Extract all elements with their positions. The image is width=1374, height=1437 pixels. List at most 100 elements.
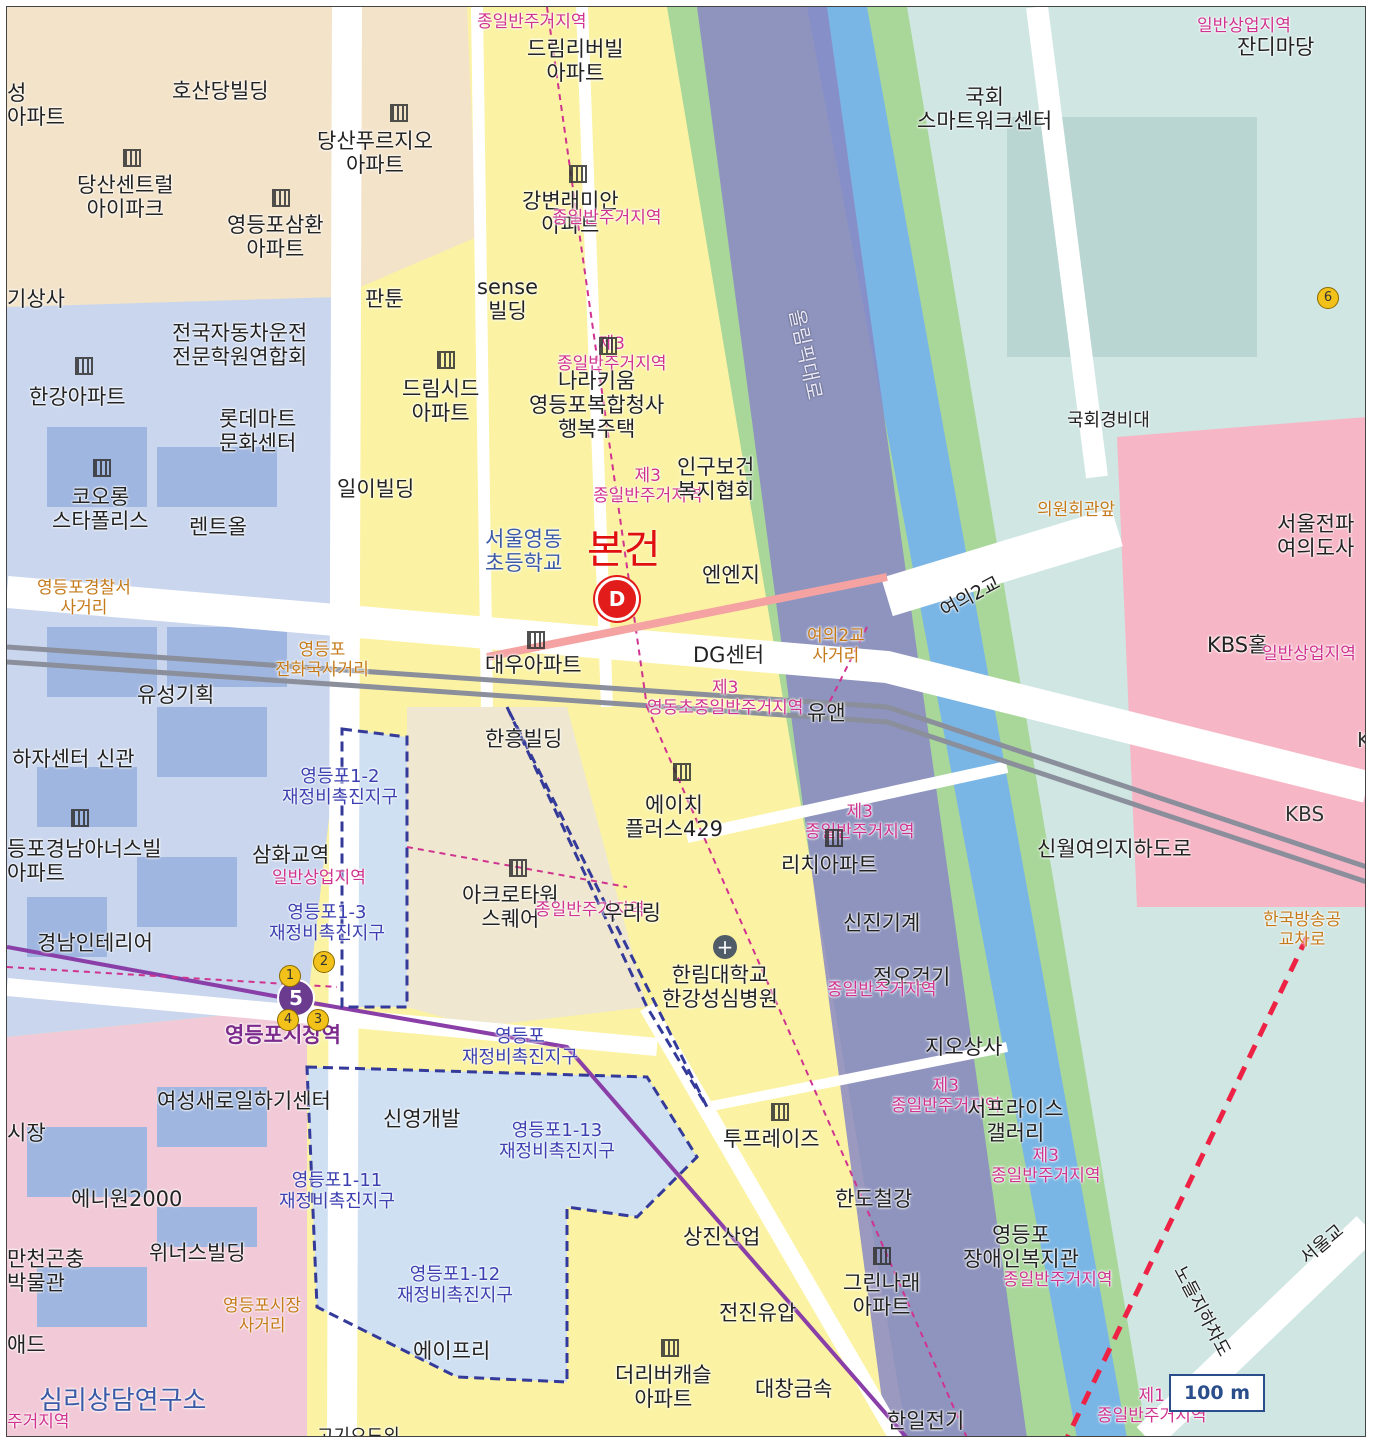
place-label: 투프레이즈	[723, 1127, 820, 1151]
zone-label: 제3 종일반주거지역	[891, 1076, 1001, 1116]
place-label: 시장	[7, 1121, 46, 1145]
place-label: 대창금속	[755, 1377, 833, 1401]
target-property-label: 본건	[587, 527, 661, 573]
place-label: 애드	[7, 1333, 46, 1357]
zone-label: 주거지역	[7, 1412, 70, 1432]
zone-label: 종일반주거지역	[535, 900, 645, 920]
station-exit-icon[interactable]: 1	[279, 965, 301, 987]
place-label: 국회경비대	[1067, 410, 1150, 431]
place-label: 더리버캐슬 아파트	[615, 1363, 712, 1412]
station-exit-icon[interactable]: 6	[1317, 287, 1339, 309]
place-label: 한일전기	[887, 1409, 965, 1433]
place-label: DG센터	[693, 643, 765, 667]
apartment-icon	[661, 1339, 679, 1357]
apartment-icon	[509, 859, 527, 877]
zone-label: 종일반주거지역	[1003, 1270, 1113, 1290]
road-label: 영등포경찰서 사거리	[37, 578, 131, 618]
place-label: 국회 스마트워크센터	[917, 85, 1053, 134]
place-label: 삼화교역	[252, 843, 330, 867]
river	[807, 7, 1127, 1436]
place-label: 등포경남아너스빌 아파트	[7, 837, 162, 886]
zone-label: 일반상업지역	[1197, 16, 1291, 36]
place-label: K	[1357, 729, 1365, 752]
place-label: 심리상담연구소	[39, 1386, 207, 1416]
place-label: 판툰	[365, 287, 404, 311]
subway-line-5	[7, 945, 908, 1436]
district-label: 영등포1-2 재정비촉진지구	[282, 766, 398, 808]
rail-bridge	[1065, 935, 1310, 1436]
place-label: 서프라이스 갤러리	[967, 1097, 1064, 1146]
place-label: 한강아파트	[29, 385, 126, 409]
target-road	[486, 573, 888, 661]
redevelopment-zone-1-11	[307, 1067, 697, 1382]
place-label: 당산센트럴 아이파크	[77, 173, 174, 222]
place-label: 에이치 플러스429	[625, 793, 724, 842]
place-label: KBS홀	[1207, 633, 1268, 657]
place-label: 당산푸르지오 아파트	[317, 129, 433, 178]
zone-label: 종일반주거지역	[552, 208, 662, 228]
district-label: 영등포1-3 재정비촉진지구	[269, 902, 385, 944]
zone-label: 제3 종일반주거지역	[805, 802, 915, 842]
place-label: 일이빌딩	[337, 477, 415, 501]
zone-label: 일반상업지역	[1262, 644, 1356, 664]
road-label: 여의2교 사거리	[807, 626, 865, 666]
place-label: 에이프리	[413, 1339, 491, 1363]
station-exit-icon[interactable]: 4	[277, 1009, 299, 1031]
place-label: 기상사	[7, 287, 65, 311]
place-label: 고기으드외	[317, 1426, 400, 1437]
map-base-layer	[7, 7, 1365, 1436]
road-label: 영등포 전화국사거리	[275, 640, 369, 680]
place-label: 전국자동차운전 전문학원연합회	[172, 321, 308, 370]
place-label: KBS	[1285, 802, 1325, 826]
apartment-icon	[93, 459, 111, 477]
apartment-icon	[873, 1247, 891, 1265]
district-label: 영등포1-12 재정비촉진지구	[397, 1264, 513, 1306]
roads	[7, 7, 1365, 1436]
station-exit-icon[interactable]: 2	[313, 951, 335, 973]
place-label: 우리링	[603, 901, 661, 925]
place-label: 그린나래 아파트	[843, 1271, 921, 1320]
scale-bar: 100 m	[1169, 1374, 1265, 1412]
place-label: 경남인테리어	[37, 931, 153, 955]
place-label: 전진유압	[719, 1301, 797, 1325]
apartment-icon	[71, 809, 89, 827]
apartment-icon	[825, 829, 843, 847]
place-label: 코오롱 스타폴리스	[52, 485, 149, 534]
place-label: 하자센터 신관	[12, 747, 135, 771]
apartment-icon	[771, 1103, 789, 1121]
place-label: 서울전파 여의도사	[1277, 512, 1355, 561]
place-label: 호산당빌딩	[172, 79, 269, 103]
zone-label: 일반상업지역	[272, 868, 366, 888]
place-label: 영등포삼환 아파트	[227, 213, 324, 262]
national-assembly-building	[1007, 117, 1257, 357]
place-label: 에니원2000	[71, 1187, 183, 1211]
zone-label: 제3 종일반주거지역	[991, 1146, 1101, 1186]
target-property-marker[interactable]: D	[595, 577, 639, 621]
apartment-icon	[390, 104, 408, 122]
place-label: 렌트올	[189, 515, 247, 539]
map-canvas[interactable]: 종일반주거지역 드림리버빌 아파트 일반상업지역 잔디마당 호산당빌딩 성 아파…	[6, 6, 1366, 1437]
place-label: 강변래미안 아파트	[522, 189, 619, 238]
hospital-label: 한림대학교 한강성심병원	[662, 963, 778, 1012]
place-label: 상진산업	[683, 1225, 761, 1249]
place-label: 리치아파트	[781, 853, 878, 877]
station-exit-icon[interactable]: 3	[307, 1009, 329, 1031]
place-label: 아크로타워 스퀘어	[462, 883, 559, 932]
road-label: 한국방송공 교차로	[1263, 910, 1342, 950]
place-label: sense 빌딩	[477, 275, 539, 324]
place-label: 성 아파트	[7, 81, 65, 130]
place-label: 신진기계	[843, 911, 921, 935]
place-label: 신월여의지하도로	[1037, 837, 1192, 861]
place-label: 신영개발	[383, 1107, 461, 1131]
apartment-icon	[673, 763, 691, 781]
place-label: 유앤	[807, 701, 846, 725]
place-label: 롯데마트 문화센터	[219, 407, 297, 456]
railway-lines	[7, 644, 1365, 884]
place-label: 한흥빌딩	[485, 727, 563, 751]
place-label: 엔엔지	[702, 563, 760, 587]
place-label: 영등포 장애인복지관	[963, 1223, 1079, 1272]
place-label: 유성기획	[137, 683, 215, 707]
apartment-icon	[437, 351, 455, 369]
apartment-icon	[272, 189, 290, 207]
place-label: 인구보건 복지협회	[677, 455, 755, 504]
